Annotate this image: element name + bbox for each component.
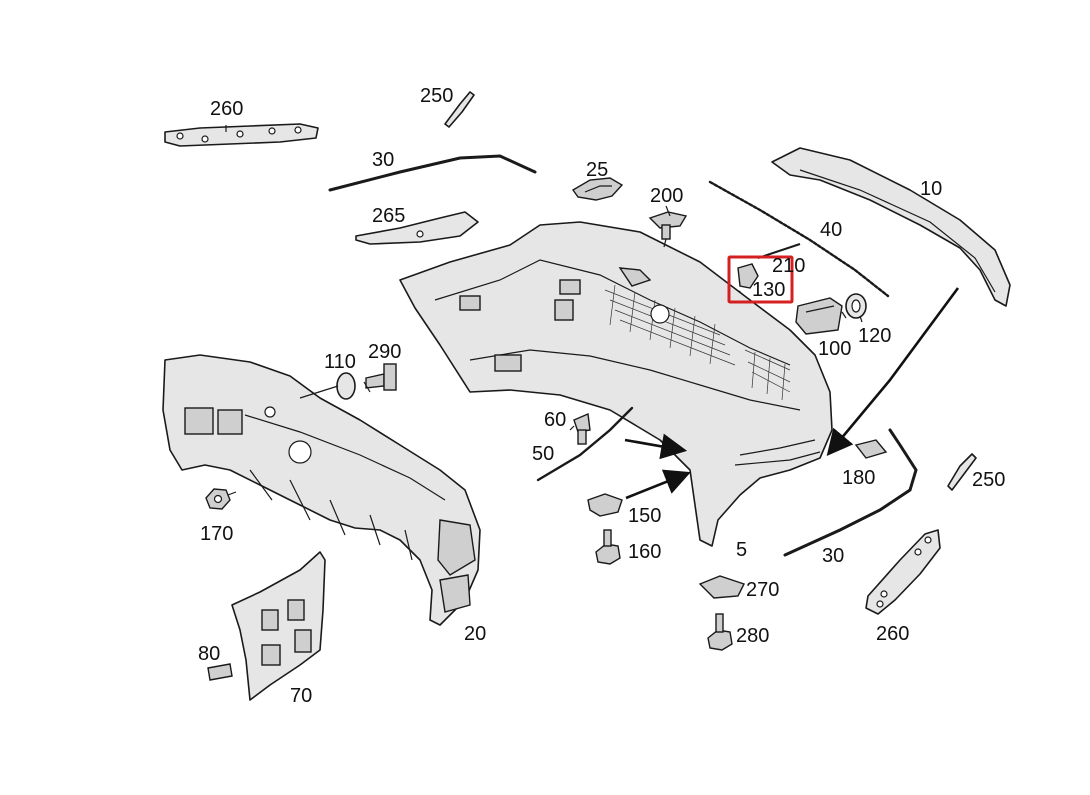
part-80-clip <box>207 663 233 681</box>
callout-130: 130 <box>752 279 785 301</box>
callout-40: 40 <box>820 219 842 241</box>
part-60-clip <box>573 412 591 445</box>
callout-170: 170 <box>200 523 233 545</box>
part-170-nut <box>205 488 231 510</box>
part-5-bumper-cover <box>399 221 833 547</box>
callout-100: 100 <box>818 338 851 360</box>
part-30-strip-bottom <box>783 428 918 557</box>
callout-200: 200 <box>650 185 683 207</box>
part-250-clip-top <box>444 91 475 128</box>
callout-30-bottom: 30 <box>822 545 844 567</box>
callout-110: 110 <box>324 351 356 373</box>
callout-210: 210 <box>772 255 805 277</box>
callout-160: 160 <box>628 541 661 563</box>
callout-80: 80 <box>198 643 220 665</box>
callout-60: 60 <box>544 409 566 431</box>
part-200-clip <box>648 211 688 240</box>
part-260-bracket-right <box>865 529 941 615</box>
part-160-screw <box>595 529 621 565</box>
callout-250-right: 250 <box>972 469 1005 491</box>
callout-30-top: 30 <box>372 149 394 171</box>
part-260-bracket-left <box>164 123 319 147</box>
leader-lines <box>225 125 863 496</box>
callout-5: 5 <box>736 539 747 561</box>
part-100-sensor-block <box>795 297 843 335</box>
callout-50: 50 <box>532 443 554 465</box>
part-250-clip-right <box>947 453 977 491</box>
callout-120: 120 <box>858 325 891 347</box>
part-10-spoiler <box>771 147 1011 307</box>
part-180-block <box>854 439 888 459</box>
callout-150: 150 <box>628 505 661 527</box>
part-290-bolt <box>365 363 397 391</box>
callout-270: 270 <box>746 579 779 601</box>
part-50-strip <box>536 406 634 482</box>
assembly-arrows <box>624 287 960 500</box>
callout-265: 265 <box>372 205 405 227</box>
callout-290: 290 <box>368 341 401 363</box>
part-120-ring <box>845 293 867 319</box>
callout-25: 25 <box>586 159 608 181</box>
callout-180: 180 <box>842 467 875 489</box>
part-150-clip-nut <box>587 493 623 517</box>
part-270-clip-nut <box>698 575 745 599</box>
callout-280: 280 <box>736 625 769 647</box>
part-280-screw <box>707 613 733 651</box>
highlight-box-130 <box>727 255 794 304</box>
callout-10: 10 <box>920 178 942 200</box>
part-70-panel <box>231 551 326 701</box>
callout-labels: 260 250 30 25 265 200 10 40 210 130 120 … <box>198 85 1005 707</box>
callout-260-left: 260 <box>210 98 243 120</box>
part-25-shield <box>571 177 624 201</box>
callout-260-right: 260 <box>876 623 909 645</box>
part-40-strip <box>708 180 890 298</box>
part-265-panel <box>355 211 479 245</box>
callout-70: 70 <box>290 685 312 707</box>
part-20-bumper-carrier <box>162 354 481 626</box>
part-30-strip-top <box>328 154 537 192</box>
callout-20: 20 <box>464 623 486 645</box>
callout-250-top: 250 <box>420 85 453 107</box>
part-110-disc <box>336 372 356 400</box>
